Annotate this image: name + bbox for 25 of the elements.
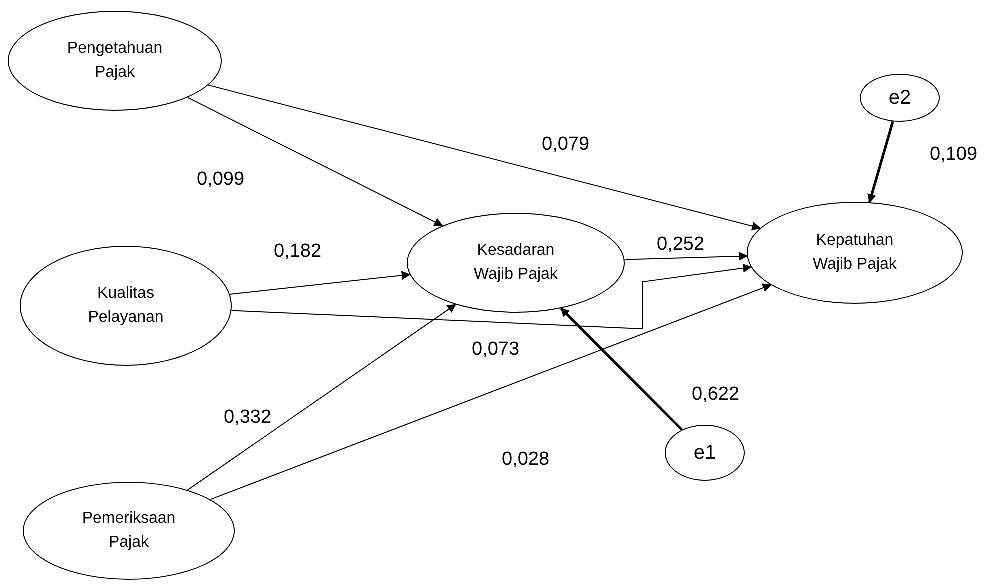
arrow <box>210 284 772 500</box>
edge-label: 0,079 <box>540 135 592 154</box>
arrow <box>624 252 748 261</box>
node-label: Kualitas Pelayanan <box>87 284 165 328</box>
arrow <box>187 97 444 226</box>
node-label: e2 <box>888 86 912 111</box>
node-label: Pemeriksaan Pajak <box>81 509 177 553</box>
edge-label: 0,182 <box>272 242 324 261</box>
edge-label: 0,252 <box>655 235 707 254</box>
node-label: Pengetahuan Pajak <box>66 39 164 83</box>
edge-label: 0,109 <box>928 145 980 164</box>
node-label: Kesadaran Wajib Pajak <box>473 241 559 285</box>
edge-label: 0,332 <box>222 408 274 427</box>
node-label: e1 <box>694 441 716 466</box>
arrow <box>231 264 752 330</box>
arrow <box>208 84 762 231</box>
arrow <box>230 271 411 295</box>
arrow <box>187 304 457 491</box>
arrow <box>560 308 684 431</box>
arrow <box>868 121 894 204</box>
edge-label: 0,099 <box>195 170 247 189</box>
edge-label: 0,622 <box>690 385 742 404</box>
node-label: Kepatuhan Wajib Pajak <box>812 231 898 275</box>
edge-label: 0,073 <box>470 340 522 359</box>
edge-label: 0,028 <box>500 450 552 469</box>
